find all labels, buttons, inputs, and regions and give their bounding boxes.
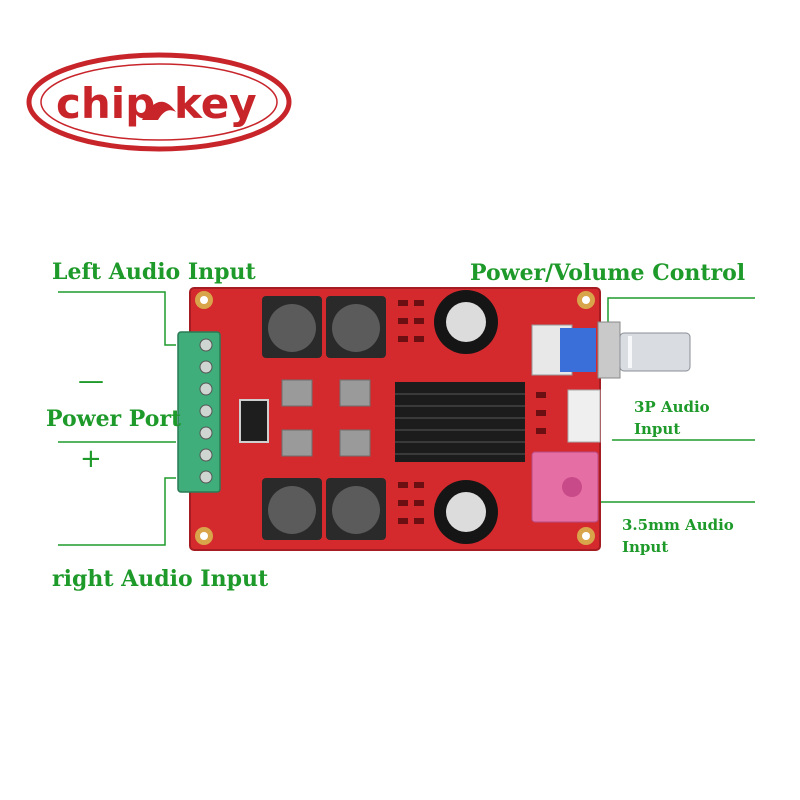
leader-lines [58,291,755,546]
logo-swoosh [142,101,176,120]
plus-symbol: + [80,444,102,474]
screw-terminal [177,331,221,493]
regulator-chip [239,399,269,443]
right-audio-input-label: right Audio Input [52,566,269,592]
audio-jack [531,451,599,523]
power-volume-control-label: Power/Volume Control [470,260,746,286]
mounting-holes [195,291,595,545]
left-audio-input-label: Left Audio Input [52,259,256,285]
inductors-bottom [262,478,386,540]
power-port-label: Power Port [46,406,182,432]
jack-audio-input-label: 3.5mm Audio Input [622,516,734,556]
volume-potentiometer [531,321,691,379]
heatsink [395,382,525,462]
minus-symbol: — [78,366,104,396]
film-capacitors [281,379,371,457]
3p-audio-input-label: 3P Audio Input [634,398,710,438]
electrolytic-capacitors [434,290,498,544]
svg-text:chip: chip [56,79,155,128]
inductors-top [262,296,386,358]
svg-text:key: key [174,79,257,128]
3p-audio-connector [567,389,601,443]
chipskey-logo: chip key [26,52,292,152]
